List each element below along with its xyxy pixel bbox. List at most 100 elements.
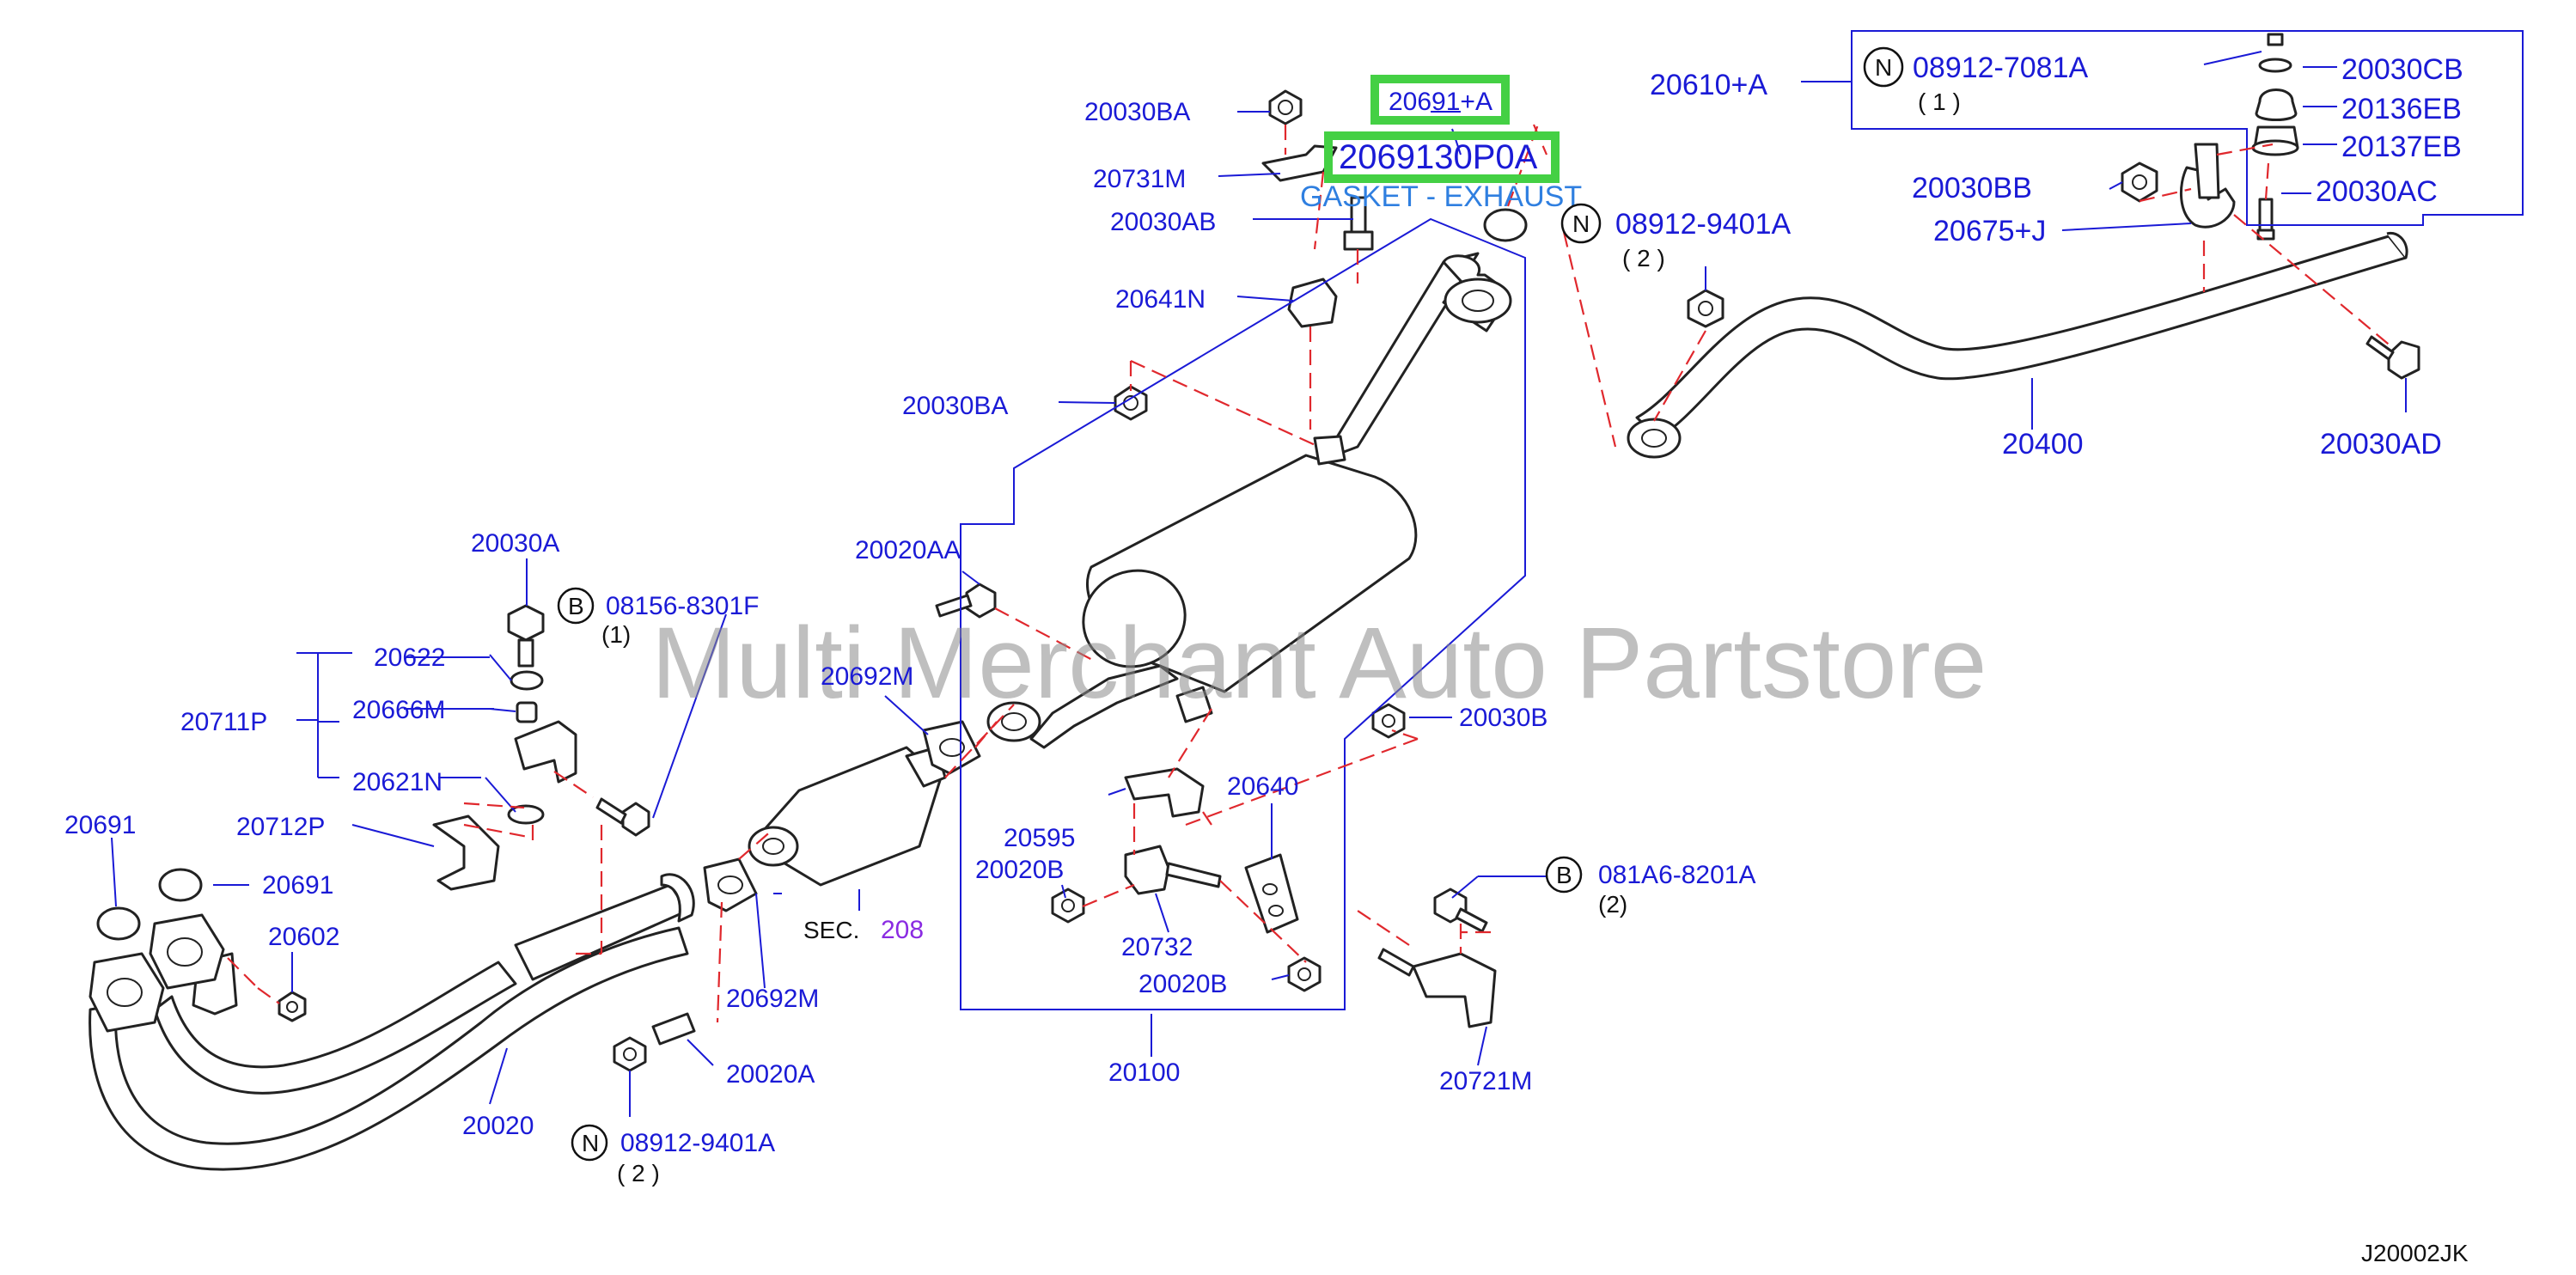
label-20030A[interactable]: 20030A [471, 529, 559, 558]
label-20675J[interactable]: 20675+J [1933, 215, 2046, 247]
tail-pipe-20400[interactable] [1627, 231, 2408, 459]
label-20020B[interactable]: 20020B [975, 856, 1064, 884]
label-08912-7081A-qty: ( 1 ) [1918, 88, 1961, 115]
label-20020[interactable]: 20020 [462, 1112, 534, 1140]
washer-20622[interactable] [510, 670, 544, 691]
label-20711P[interactable]: 20711P [180, 708, 267, 736]
watermark-text: Multi Merchant Auto Partstore [651, 607, 1987, 720]
label-20137EB[interactable]: 20137EB [2341, 131, 2462, 163]
bracket-20595[interactable] [1124, 767, 1205, 818]
label-08912-9401A-top-qty: ( 2 ) [1622, 245, 1665, 271]
label-081A6-8201A[interactable]: 081A6-8201A [1598, 861, 1756, 889]
label-08156-8301F[interactable]: 08156-8301F [606, 592, 759, 620]
label-20622[interactable]: 20622 [374, 644, 445, 672]
label-08912-9401A-top[interactable]: 08912-9401A [1615, 208, 1792, 241]
label-20666M[interactable]: 20666M [352, 696, 445, 724]
insulator-20640[interactable] [1244, 853, 1299, 934]
label-20030B[interactable]: 20030B [1459, 704, 1547, 732]
highlight-box-2069130P0A [1324, 131, 1560, 183]
bracket-20711P[interactable] [514, 720, 577, 784]
label-20030BB[interactable]: 20030BB [1912, 172, 2032, 204]
b-marker-2 [1545, 856, 1583, 894]
label-20691-left[interactable]: 20691 [64, 811, 136, 839]
label-20641N[interactable]: 20641N [1115, 285, 1206, 314]
insulator-20641N[interactable] [1287, 278, 1338, 328]
bracket-20712P[interactable] [432, 814, 500, 891]
nut-08912-9401A-top[interactable] [1687, 289, 1724, 328]
group-box-20100 [960, 217, 1526, 1010]
label-20731M[interactable]: 20731M [1093, 165, 1186, 193]
label-20030CB[interactable]: 20030CB [2341, 53, 2463, 86]
label-20691A[interactable]: 20691+A [1389, 88, 1492, 116]
label-20030AB[interactable]: 20030AB [1110, 208, 1216, 236]
nut-08912-9401A-bottom[interactable] [613, 1036, 647, 1072]
rubber-mount-stack[interactable] [2251, 33, 2299, 156]
label-20100[interactable]: 20100 [1108, 1058, 1180, 1087]
label-20020A[interactable]: 20020A [726, 1060, 815, 1089]
stud-20020A[interactable] [651, 1012, 696, 1046]
nut-20020B-bottom[interactable] [1287, 956, 1322, 992]
nut-20030BA-top[interactable] [1268, 89, 1303, 125]
bolt-20030AB[interactable] [1343, 196, 1374, 251]
nut-20602[interactable] [278, 991, 307, 1022]
label-gasket-exhaust: GASKET - EXHAUST [1300, 180, 1582, 213]
bolt-20030AC[interactable] [2256, 198, 2275, 241]
n-marker-3-text: N [582, 1130, 599, 1156]
n-marker-1 [1863, 46, 1904, 88]
label-20030BA-top[interactable]: 20030BA [1084, 98, 1190, 126]
label-20030AC[interactable]: 20030AC [2316, 175, 2438, 208]
bolt-081A6-8201A[interactable] [1433, 888, 1488, 933]
bolt-08156-8301F[interactable] [595, 797, 650, 837]
nut-20030B[interactable] [1371, 703, 1406, 739]
label-20595[interactable]: 20595 [1004, 824, 1075, 852]
label-20721M[interactable]: 20721M [1439, 1067, 1532, 1095]
gasket-20691-left[interactable] [96, 906, 141, 941]
label-08912-9401A-bottom[interactable]: 08912-9401A [620, 1129, 775, 1157]
label-20020AA[interactable]: 20020AA [855, 536, 961, 564]
bolt-20030A[interactable] [507, 604, 545, 668]
label-20691-mid[interactable]: 20691 [262, 871, 333, 900]
n-marker-2-text: N [1572, 210, 1590, 237]
label-20610A[interactable]: 20610+A [1650, 69, 1767, 101]
nut-20020B[interactable] [1051, 888, 1085, 924]
label-20030AD[interactable]: 20030AD [2320, 428, 2442, 461]
nut-20030BB[interactable] [2121, 162, 2158, 203]
label-20621N[interactable]: 20621N [352, 768, 443, 796]
label-20712P[interactable]: 20712P [236, 813, 325, 841]
center-outlet-flange[interactable] [1444, 278, 1512, 324]
label-081A6-8201A-qty: (2) [1598, 891, 1627, 918]
label-20400[interactable]: 20400 [2002, 428, 2084, 461]
bracket-20731M[interactable] [1261, 144, 1338, 182]
label-08912-7081A[interactable]: 08912-7081A [1913, 52, 2089, 84]
bracket-20721M[interactable] [1377, 948, 1497, 1028]
gasket-20692M-bottom[interactable] [703, 857, 758, 912]
bracket-20732[interactable] [1124, 845, 1222, 895]
label-20640[interactable]: 20640 [1227, 772, 1298, 801]
gasket-20691-mid[interactable] [158, 868, 203, 902]
label-20602[interactable]: 20602 [268, 923, 339, 951]
bushing-20666M[interactable] [516, 701, 538, 723]
gasket-20691A[interactable] [1483, 208, 1528, 242]
front-flange-left[interactable] [89, 952, 165, 1033]
label-20692M-top[interactable]: 20692M [821, 662, 913, 691]
gasket-20692M-top[interactable] [922, 720, 981, 775]
group-box-20610A [1851, 30, 2524, 226]
highlight-box-20691A [1370, 75, 1510, 125]
label-2069130P0A[interactable]: 2069130P0A [1339, 138, 1538, 176]
hanger-bracket-20675J[interactable] [2179, 143, 2236, 229]
front-flange-right[interactable] [149, 913, 225, 990]
label-sec-208[interactable]: 208 [881, 916, 924, 944]
bolt-20030AD[interactable] [2365, 335, 2420, 380]
n-marker-1-text: N [1875, 54, 1892, 81]
label-20030BA-mid[interactable]: 20030BA [902, 392, 1008, 420]
label-20136EB[interactable]: 20136EB [2341, 93, 2462, 125]
b-marker-1-text: B [568, 593, 584, 619]
label-20732[interactable]: 20732 [1121, 933, 1193, 961]
catalytic-converter[interactable] [748, 746, 947, 887]
label-20692M-bottom[interactable]: 20692M [726, 985, 819, 1013]
washer-20621N[interactable] [507, 804, 545, 825]
n-marker-2 [1560, 203, 1602, 244]
label-20020B-bottom[interactable]: 20020B [1138, 970, 1227, 998]
